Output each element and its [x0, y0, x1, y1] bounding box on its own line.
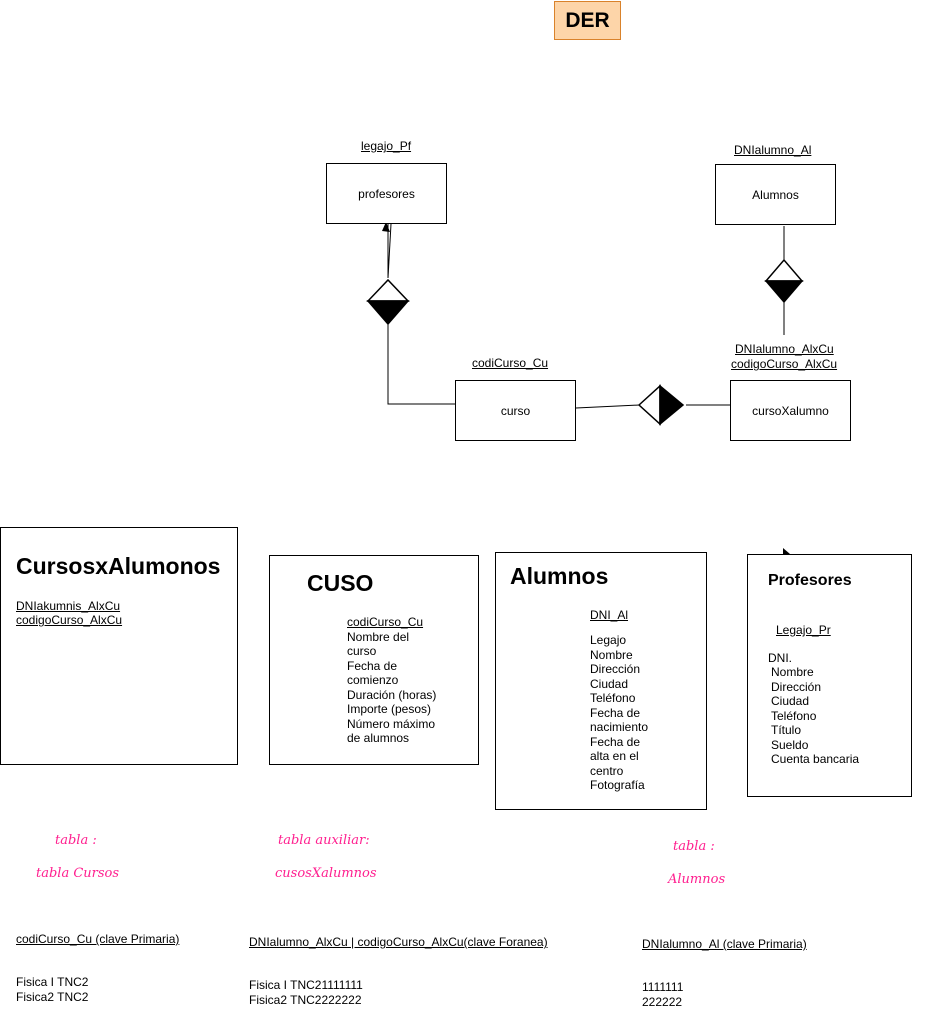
card-cuso[interactable]: CUSO codiCurso_Cu Nombre del curso Fecha… [269, 555, 479, 765]
card-alumnos-field: Legajo [590, 633, 627, 647]
table-row: Fisica2 TNC2222222 [249, 992, 362, 1007]
card-cursosxalumnos[interactable]: CursosxAlumonos DNIakumnis_AlxCu codigoC… [0, 527, 238, 765]
table-cursos-rows: Fisica I TNC2 Fisica2 TNC2 [16, 975, 88, 1004]
cursoxalumno-key-1: DNIalumno_AlxCu [735, 342, 834, 356]
note-tabla-alumnos-line2: Alumnos [668, 872, 726, 887]
card-cuso-field: Número máximo [347, 716, 436, 731]
card-cuso-field: Duración (horas) [347, 687, 437, 702]
card-cursosxalumnos-field: DNIakumnis_AlxCu [16, 599, 121, 613]
entity-cursoxalumno-label: cursoXalumno [752, 403, 829, 418]
card-alumnos[interactable]: Alumnos DNI_Al Legajo Nombre Dirección C… [495, 552, 707, 810]
cursoxalumno-key-2: codigoCurso_AlxCu [731, 357, 838, 371]
table-cursosxalumnos-header: DNIalumno_AlxCu | codigoCurso_AlxCu(clav… [249, 935, 548, 949]
card-cuso-field: Fecha de [347, 658, 398, 673]
card-cuso-key: codiCurso_Cu [347, 615, 424, 629]
card-cuso-field: de alumnos [347, 731, 410, 745]
table-cursos-header: codiCurso_Cu (clave Primaria) [16, 932, 180, 946]
card-profesores-field: Nombre [771, 665, 814, 679]
relationship-diamond-alumnos-cursoxalumno [764, 258, 804, 304]
card-profesores-lead: DNI. [768, 651, 792, 665]
card-cursosxalumnos-title: CursosxAlumonos [16, 553, 221, 579]
table-cursosxalumnos-rows: Fisica I TNC21111111 Fisica2 TNC2222222 [249, 978, 363, 1007]
entity-profesores-label: profesores [358, 186, 415, 201]
card-profesores-field: Teléfono [771, 708, 817, 723]
entity-cursoxalumno[interactable]: cursoXalumno [730, 380, 851, 441]
curso-key: codiCurso_Cu [472, 356, 549, 370]
card-alumnos-field: nacimiento [590, 720, 649, 734]
card-profesores-field: Sueldo [771, 737, 809, 752]
card-cuso-field: Nombre del [347, 629, 410, 644]
card-cursosxalumnos-field: codigoCurso_AlxCu [16, 613, 123, 627]
table-row: 1111111 [642, 980, 684, 994]
table-alumnos-header: DNIalumno_Al (clave Primaria) [642, 937, 807, 951]
card-cuso-title: CUSO [307, 570, 374, 596]
relationship-diamond-profesores-curso [366, 278, 410, 326]
card-alumnos-field: centro [590, 763, 624, 778]
note-tabla-cursos-line1: tabla : [55, 833, 97, 848]
card-profesores-title: Profesores [768, 572, 852, 589]
card-alumnos-title: Alumnos [510, 563, 609, 589]
card-alumnos-field: Fecha de [590, 705, 641, 720]
card-cuso-fields: codiCurso_Cu Nombre del curso Fecha de c… [347, 615, 436, 746]
card-cuso-field: curso [347, 644, 377, 658]
entity-profesores[interactable]: profesores [326, 163, 447, 224]
diagram-title: DER [554, 1, 621, 40]
card-profesores[interactable]: Profesores Legajo_Pr DNI. Nombre Direcci… [747, 554, 912, 797]
card-alumnos-key: DNI_Al [590, 608, 629, 622]
alumnos-key: DNIalumno_Al [734, 143, 812, 157]
card-profesores-field: Dirección [771, 679, 822, 694]
entity-curso-label: curso [500, 403, 531, 418]
note-tabla-auxiliar-line1: tabla auxiliar: [278, 833, 370, 848]
note-tabla-alumnos-line1: tabla : [673, 839, 715, 854]
card-alumnos-field: Teléfono [590, 691, 636, 705]
card-alumnos-fields: Legajo Nombre Dirección Ciudad Teléfono … [590, 633, 648, 793]
card-alumnos-field: Fotografía [590, 778, 645, 792]
entity-alumnos-label: Alumnos [752, 187, 799, 202]
profesores-key: legajo_Pf [361, 139, 412, 153]
table-row: 222222 [642, 994, 683, 1009]
entity-alumnos[interactable]: Alumnos [715, 164, 836, 225]
table-row: Fisica I TNC2 [16, 975, 89, 989]
table-row: Fisica I TNC21111111 [249, 978, 363, 992]
card-profesores-fields: Nombre Dirección Ciudad Teléfono Título … [771, 665, 859, 767]
entity-curso[interactable]: curso [455, 380, 576, 441]
card-alumnos-field: Dirección [590, 662, 641, 676]
note-tabla-cursos-line2: tabla Cursos [36, 866, 120, 881]
card-profesores-field: Ciudad [771, 694, 810, 708]
card-alumnos-field: Fecha de [590, 734, 641, 749]
card-profesores-key: Legajo_Pr [776, 623, 831, 637]
card-alumnos-field: Ciudad [590, 676, 629, 691]
card-cuso-field: Importe (pesos) [347, 702, 432, 716]
table-alumnos-rows: 1111111 222222 [642, 980, 683, 1009]
relationship-diamond-curso-cursoxalumno [637, 384, 685, 426]
card-cuso-field: comienzo [347, 673, 399, 687]
card-alumnos-field: alta en el [590, 749, 639, 763]
card-profesores-field: Cuenta bancaria [771, 752, 860, 766]
table-row: Fisica2 TNC2 [16, 989, 89, 1004]
card-alumnos-field: Nombre [590, 647, 633, 662]
card-profesores-field: Título [771, 723, 802, 737]
note-tabla-auxiliar-line2: cusosXalumnos [275, 866, 377, 881]
